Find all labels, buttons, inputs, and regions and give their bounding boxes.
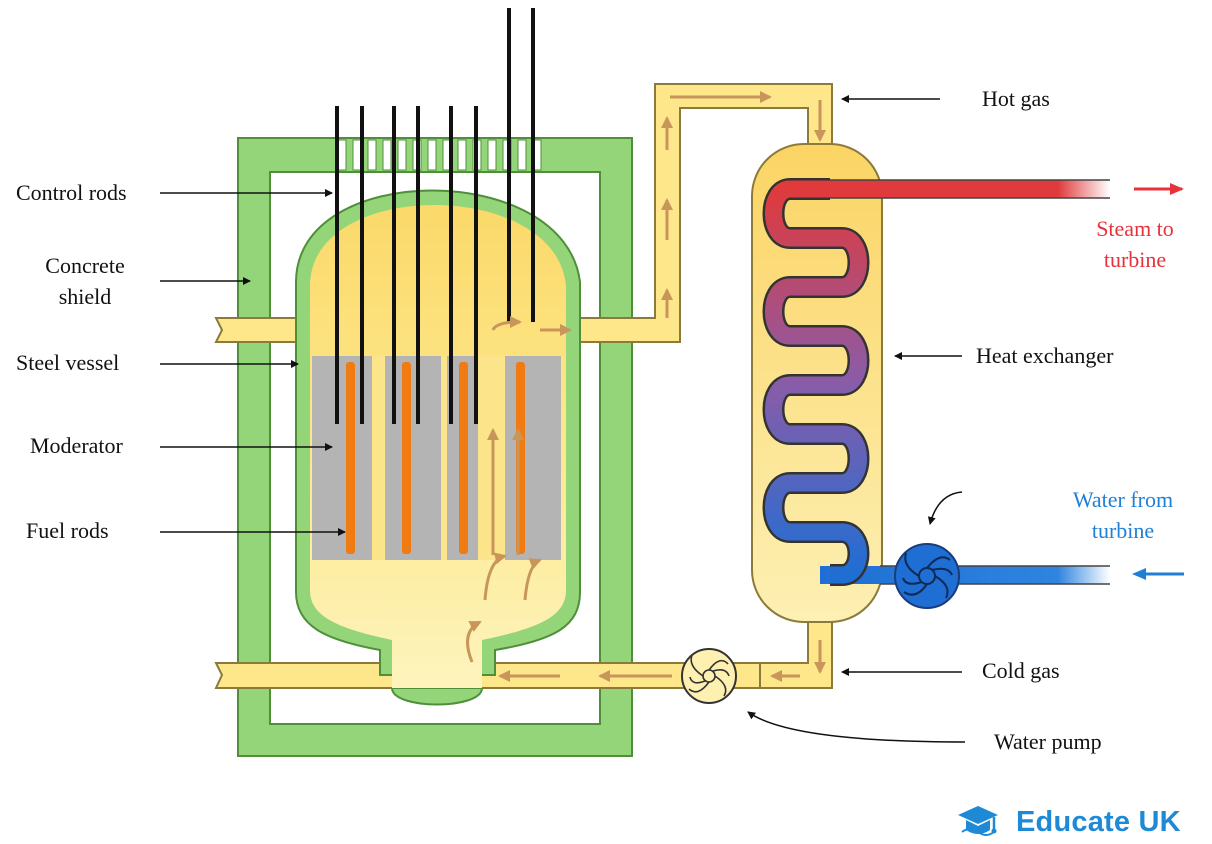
shield-rod-slots [337,139,542,171]
control-rods [335,8,535,424]
heat-exchanger-coil [762,178,870,586]
label-concrete-shield-2: shield [58,284,112,309]
gas-flow-arrows [466,91,826,682]
leader-lines [160,95,966,743]
label-steam-2: turbine [1103,247,1167,272]
graduation-cap-icon [958,806,998,836]
label-water-1: Water from [1072,487,1174,512]
label-steel-vessel: Steel vessel [16,350,120,375]
label-cold-gas: Cold gas [982,658,1060,683]
logo-text: Educate UK [1016,805,1181,838]
water-pipe [820,566,1110,584]
educate-uk-logo: Educate UK [956,800,1181,844]
label-water-2: turbine [1091,518,1155,543]
label-fuel-rods: Fuel rods [26,518,109,543]
vessel-bottom-dome [390,687,484,706]
circulator-pump-icon [894,543,960,609]
gas-circulator-icon [681,648,737,704]
concrete-shield [237,137,633,757]
label-steam-1: Steam to [1096,216,1174,241]
label-water-pump: Water pump [994,729,1102,754]
fuel-rods [346,362,525,554]
label-concrete-shield-1: Concrete [45,253,125,278]
label-control-rods: Control rods [16,180,127,205]
label-heat-exchanger: Heat exchanger [976,343,1114,368]
label-moderator: Moderator [30,433,123,458]
steam-pipe [820,180,1110,198]
label-hot-gas: Hot gas [982,86,1050,111]
